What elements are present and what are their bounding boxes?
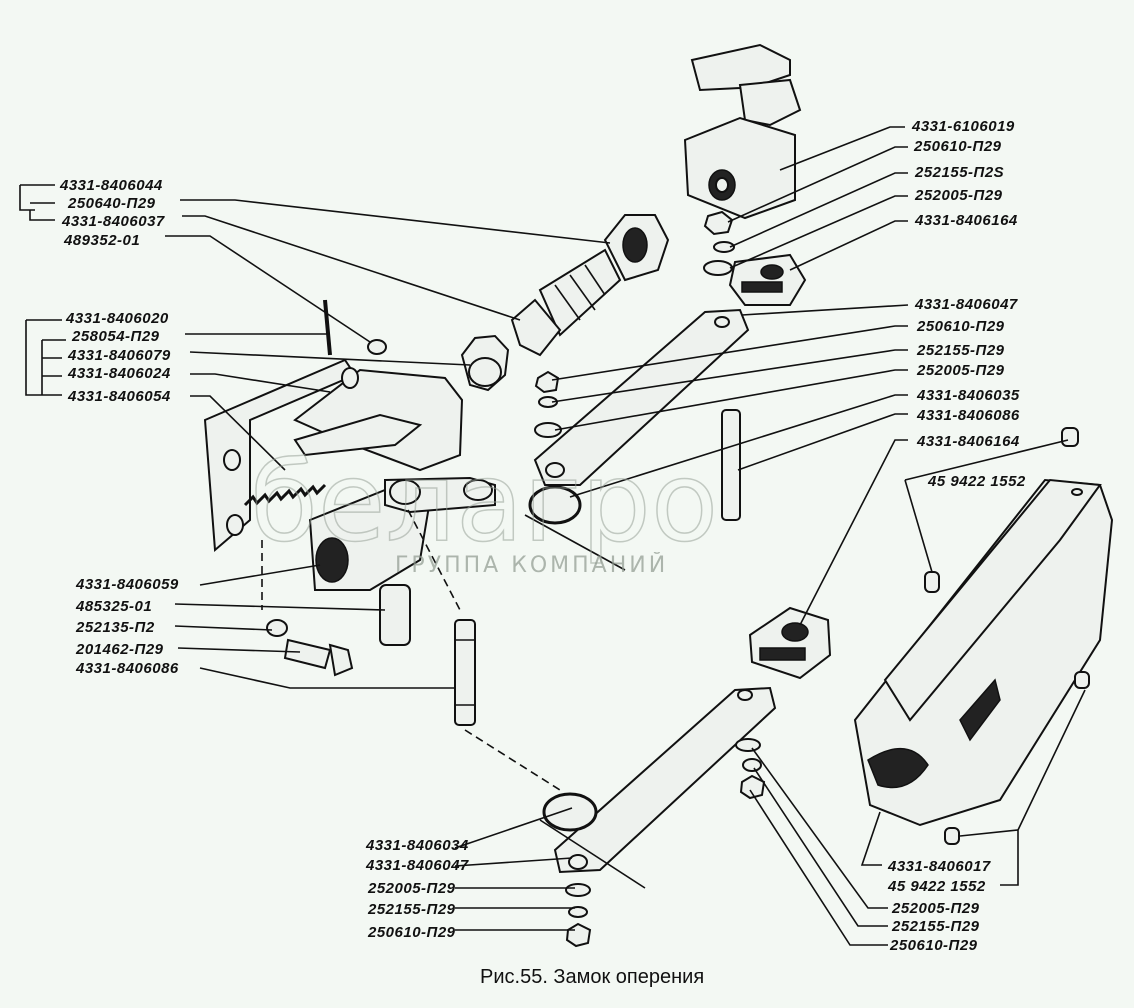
part-label: 252155-П29 bbox=[367, 901, 456, 918]
part-circlip bbox=[266, 619, 288, 637]
part-label: 4331-8406059 bbox=[75, 576, 179, 593]
part-label: 250610-П29 bbox=[916, 318, 1005, 335]
part-nut-lower bbox=[565, 922, 592, 948]
labels-bottom: 4331-8406034 4331-8406047 252005-П29 252… bbox=[365, 837, 469, 941]
part-knob bbox=[460, 334, 510, 392]
part-pin-left bbox=[454, 619, 476, 726]
part-label: 4331-8406047 bbox=[914, 296, 1018, 313]
part-label: 201462-П29 bbox=[75, 641, 164, 658]
part-label: 252005-П29 bbox=[914, 187, 1003, 204]
part-label: 252155-П2S bbox=[914, 164, 1004, 181]
part-screw-c bbox=[1074, 671, 1090, 689]
part-lockwasher-right bbox=[742, 758, 762, 772]
part-label: 252005-П29 bbox=[916, 362, 1005, 379]
labels-right: 4331-6106019 250610-П29 252155-П2S 25200… bbox=[911, 118, 1026, 490]
part-screw-b bbox=[924, 571, 940, 593]
part-lever-lower bbox=[553, 686, 777, 874]
part-lever-upper bbox=[533, 308, 750, 486]
part-nut-lever bbox=[534, 370, 560, 394]
part-bracket-middle bbox=[748, 606, 832, 680]
axis-dash-line bbox=[407, 509, 461, 611]
part-nut-right bbox=[739, 774, 766, 800]
labels-left: 4331-8406044 250640-П29 4331-8406037 489… bbox=[59, 177, 179, 677]
part-label: 252005-П29 bbox=[891, 900, 980, 917]
part-label: 4331-8406164 bbox=[916, 433, 1020, 450]
part-pin-right bbox=[721, 409, 741, 521]
part-screw-a bbox=[1061, 427, 1079, 447]
part-lockwasher-lower bbox=[568, 906, 588, 918]
part-label: 4331-8406037 bbox=[61, 213, 165, 230]
part-label: 252155-П29 bbox=[916, 342, 1005, 359]
part-label: 252005-П29 bbox=[367, 880, 456, 897]
part-label: 4331-8406054 bbox=[67, 388, 171, 405]
part-label: 252135-П2 bbox=[75, 619, 155, 636]
part-link bbox=[384, 476, 496, 514]
part-label: 4331-8406017 bbox=[887, 858, 991, 875]
part-bolt bbox=[510, 248, 622, 357]
part-cotter-pin bbox=[323, 299, 332, 356]
part-bolt-small bbox=[283, 638, 354, 677]
part-label: 250610-П29 bbox=[889, 937, 978, 954]
leader-lines bbox=[19, 126, 1086, 946]
part-lock-cover bbox=[853, 478, 1114, 827]
part-sleeve bbox=[379, 584, 411, 646]
part-label: 4331-8406035 bbox=[916, 387, 1020, 404]
part-label: 4331-8406086 bbox=[75, 660, 179, 677]
part-torsion-spring-lower bbox=[539, 792, 646, 889]
watermark-brand: белагро bbox=[250, 438, 718, 566]
part-flat-washer bbox=[534, 422, 562, 438]
part-washer-lower bbox=[565, 883, 591, 897]
part-spring-washer bbox=[713, 241, 735, 253]
part-label: 4331-8406020 bbox=[65, 310, 169, 327]
part-label: 45 9422 1552 bbox=[887, 878, 986, 895]
watermark: белагро ГРУППА КОМПАНИЙ bbox=[249, 437, 719, 578]
part-retaining-ring bbox=[367, 339, 387, 355]
part-label: 4331-8406047 bbox=[365, 857, 469, 874]
part-screw-d bbox=[944, 827, 960, 845]
part-label: 4331-8406086 bbox=[916, 407, 1020, 424]
part-label: 252155-П29 bbox=[891, 918, 980, 935]
part-valve-block bbox=[683, 43, 802, 220]
part-label: 4331-8406034 bbox=[365, 837, 469, 854]
part-label: 4331-6106019 bbox=[911, 118, 1015, 135]
part-nut-small bbox=[703, 210, 734, 236]
part-label: 4331-8406164 bbox=[914, 212, 1018, 229]
part-washer bbox=[703, 260, 733, 276]
part-label: 45 9422 1552 bbox=[927, 473, 1026, 490]
part-label: 4331-8406044 bbox=[59, 177, 163, 194]
part-label: 4331-8406024 bbox=[67, 365, 171, 382]
part-label: 4331-8406079 bbox=[67, 347, 171, 364]
part-spring bbox=[243, 483, 327, 507]
part-label: 250610-П29 bbox=[913, 138, 1002, 155]
axis-dash-line bbox=[464, 729, 561, 791]
part-label: 250610-П29 bbox=[367, 924, 456, 941]
labels-bottom-right: 4331-8406017 45 9422 1552 252005-П29 252… bbox=[887, 858, 991, 954]
part-washer-right bbox=[735, 738, 761, 752]
figure-caption: Рис.55. Замок оперения bbox=[480, 966, 704, 988]
part-bracket-top bbox=[728, 253, 807, 306]
part-label: 485325-01 bbox=[75, 598, 152, 615]
part-label: 489352-01 bbox=[63, 232, 140, 249]
part-torsion-spring-upper bbox=[524, 485, 626, 571]
part-label: 250640-П29 bbox=[67, 195, 156, 212]
watermark-subtitle: ГРУППА КОМПАНИЙ bbox=[395, 552, 668, 578]
part-hex-nut bbox=[603, 214, 670, 282]
parts bbox=[203, 43, 1114, 948]
part-label: 258054-П29 bbox=[71, 328, 160, 345]
